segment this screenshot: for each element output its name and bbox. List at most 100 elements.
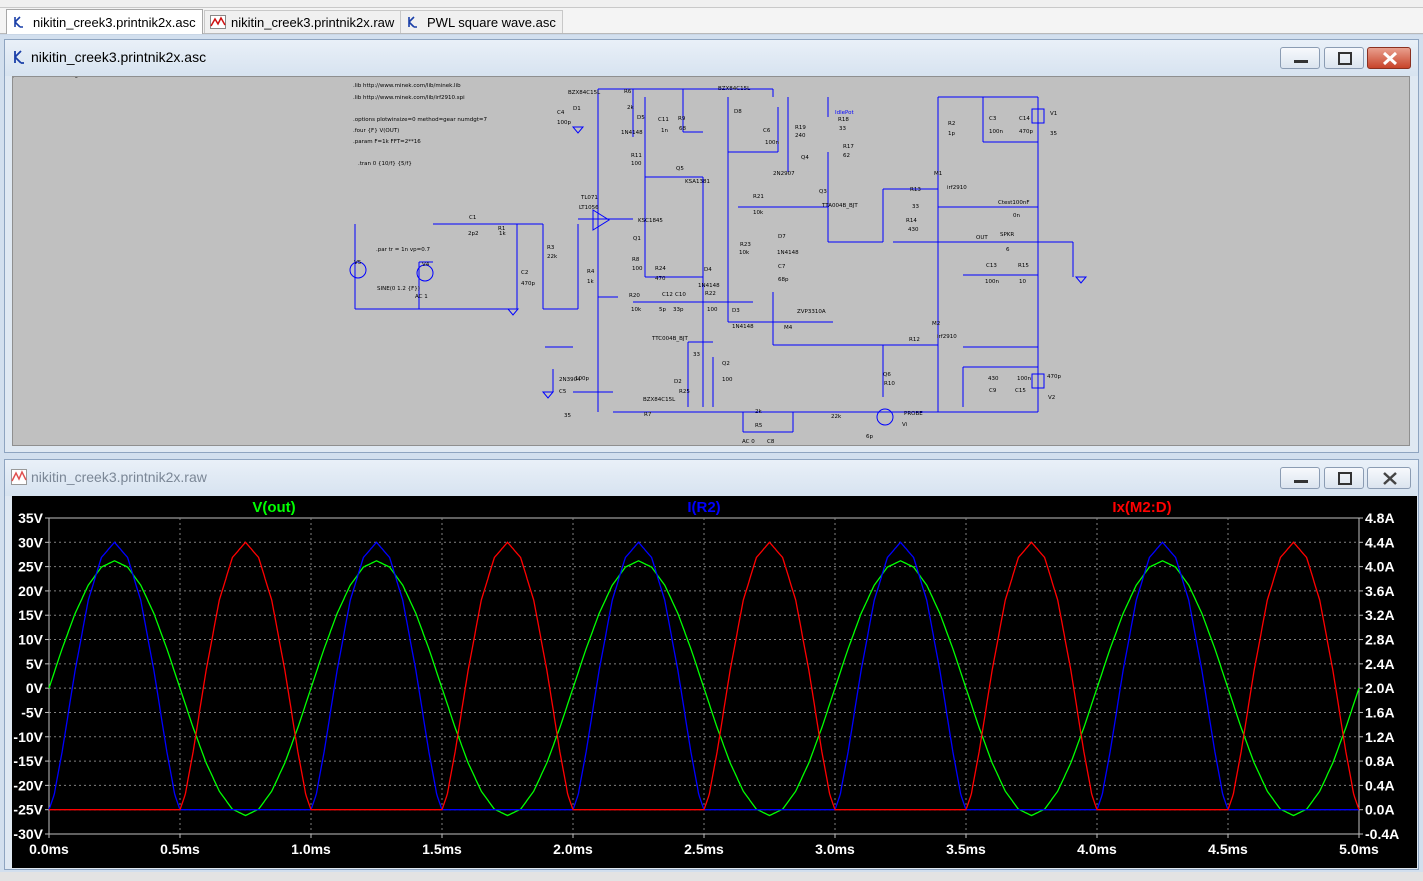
schematic-label: R9 bbox=[678, 116, 686, 122]
x-tick-label: 0.0ms bbox=[29, 841, 69, 857]
y-right-tick-label: 4.4A bbox=[1365, 534, 1395, 550]
spice-directive[interactable]: .lib http://www.minek.com/lib/minek.lib bbox=[353, 83, 461, 89]
x-tick-label: 5.0ms bbox=[1339, 841, 1379, 857]
schematic-label: 100n bbox=[1017, 376, 1031, 382]
trace-label[interactable]: Ix(M2:D) bbox=[1112, 499, 1171, 516]
minimize-button[interactable] bbox=[1280, 467, 1320, 489]
app-top-strip bbox=[0, 0, 1423, 8]
waveform-icon bbox=[210, 15, 226, 29]
ground-symbol bbox=[506, 308, 520, 316]
schematic-label: R23 bbox=[740, 242, 751, 248]
waveform-icon bbox=[11, 469, 27, 485]
schematic-canvas[interactable]: .lib http://www.minek.com/lib/minek.lib.… bbox=[12, 76, 1410, 446]
tab-label: PWL square wave.asc bbox=[427, 14, 556, 30]
schematic-label: Q2 bbox=[722, 361, 730, 367]
schematic-label: 2k bbox=[627, 105, 634, 111]
schematic-label: OUT bbox=[976, 235, 988, 241]
ground-symbol bbox=[571, 126, 585, 134]
y-left-tick-label: 10V bbox=[18, 632, 44, 648]
schematic-label: D3 bbox=[732, 308, 740, 314]
schematic-label: 33 bbox=[839, 126, 846, 132]
schematic-icon bbox=[12, 15, 28, 29]
spice-directive[interactable]: .param F=1k FFT=2**16 bbox=[353, 139, 421, 145]
schematic-label: C8 bbox=[767, 439, 775, 445]
schematic-label: 100p bbox=[557, 120, 571, 126]
x-tick-label: 2.5ms bbox=[684, 841, 724, 857]
x-tick-label: 2.0ms bbox=[553, 841, 593, 857]
spice-directive[interactable]: .lib http://www.minek.com/lib/irf2910.sp… bbox=[353, 95, 465, 101]
y-left-tick-label: 30V bbox=[18, 534, 44, 550]
schematic-icon bbox=[11, 49, 27, 65]
schematic-label: AC 0 bbox=[742, 439, 755, 445]
waveform-window-titlebar[interactable]: nikitin_creek3.printnik2x.raw bbox=[5, 460, 1418, 496]
schematic-label: 2p2 bbox=[468, 231, 479, 237]
y-right-tick-label: 2.0A bbox=[1365, 680, 1395, 696]
schematic-window-titlebar[interactable]: nikitin_creek3.printnik2x.asc bbox=[5, 40, 1418, 76]
maximize-button[interactable] bbox=[1324, 47, 1364, 69]
schematic-label: 1N4148 bbox=[621, 130, 643, 136]
maximize-icon bbox=[1338, 52, 1352, 65]
schematic-label: KSA1381 bbox=[685, 179, 710, 185]
y-left-tick-label: -5V bbox=[21, 704, 43, 720]
y-right-tick-label: 0.4A bbox=[1365, 777, 1395, 793]
schematic-label: R20 bbox=[629, 293, 640, 299]
schematic-label: SINE(0 1.2 {F}) bbox=[377, 286, 420, 292]
schematic-label: D4 bbox=[704, 267, 712, 273]
schematic-label: V4 bbox=[422, 262, 430, 268]
schematic-label: 22k bbox=[831, 414, 842, 420]
schematic-label: 100 bbox=[722, 377, 733, 383]
battery-symbol bbox=[1031, 108, 1045, 124]
schematic-label: 10 bbox=[1019, 279, 1026, 285]
maximize-icon bbox=[1338, 472, 1352, 485]
close-button[interactable] bbox=[1367, 467, 1411, 489]
schematic-label: R11 bbox=[631, 153, 642, 159]
schematic-label: 2N2907 bbox=[773, 171, 795, 177]
opamp-symbol bbox=[592, 209, 610, 231]
minimize-button[interactable] bbox=[1280, 47, 1320, 69]
schematic-label: 2N3904 bbox=[559, 377, 581, 383]
schematic-label: 35 bbox=[564, 413, 571, 419]
voltage-source-symbol bbox=[416, 264, 434, 282]
tab-label: nikitin_creek3.printnik2x.raw bbox=[231, 14, 395, 30]
schematic-label: 1k bbox=[587, 279, 594, 285]
schematic-label: 10k bbox=[753, 210, 764, 216]
schematic-label: 470 bbox=[655, 276, 666, 282]
spice-directive[interactable]: .tran 0 {10/f} {5/f} bbox=[358, 161, 412, 167]
series-line bbox=[49, 541, 1360, 811]
schematic-label: TL071 bbox=[580, 195, 598, 201]
schematic-label: 430 bbox=[988, 376, 999, 382]
trace-label[interactable]: I(R2) bbox=[687, 499, 720, 516]
schematic-label: C12 bbox=[662, 292, 673, 298]
close-button[interactable] bbox=[1367, 47, 1411, 69]
tab-waveform[interactable]: nikitin_creek3.printnik2x.raw bbox=[204, 10, 402, 33]
schematic-label: C1 bbox=[469, 215, 476, 221]
y-right-tick-label: 3.6A bbox=[1365, 583, 1395, 599]
schematic-label: M4 bbox=[784, 325, 793, 331]
schematic-label: irf2910 bbox=[947, 185, 967, 191]
schematic-label: V5 bbox=[354, 260, 362, 266]
y-right-tick-label: -0.4A bbox=[1365, 826, 1399, 842]
document-tab-bar: nikitin_creek3.printnik2x.asc nikitin_cr… bbox=[0, 8, 1423, 34]
schematic-label: 1N4148 bbox=[698, 283, 720, 289]
schematic-label: 22k bbox=[547, 254, 558, 260]
window-title: nikitin_creek3.printnik2x.asc bbox=[31, 49, 207, 65]
schematic-label: BZX84C15L bbox=[568, 90, 601, 96]
schematic-label: R8 bbox=[632, 257, 640, 263]
y-left-tick-label: -25V bbox=[13, 802, 43, 818]
y-left-tick-label: -20V bbox=[13, 777, 43, 793]
tab-pwl-square-wave[interactable]: PWL square wave.asc bbox=[400, 10, 563, 33]
spice-directive[interactable]: .four {F} V(OUT) bbox=[353, 128, 399, 134]
schematic-label: C6 bbox=[763, 128, 771, 134]
schematic-label: R21 bbox=[753, 194, 764, 200]
tab-schematic[interactable]: nikitin_creek3.printnik2x.asc bbox=[6, 9, 203, 34]
schematic-label: Vi bbox=[902, 422, 908, 428]
maximize-button[interactable] bbox=[1324, 467, 1364, 489]
schematic-window[interactable]: nikitin_creek3.printnik2x.asc .lib http:… bbox=[4, 39, 1419, 453]
schematic-label: 1N4148 bbox=[777, 250, 799, 256]
y-left-tick-label: 25V bbox=[18, 559, 44, 575]
spice-directive[interactable]: .options plotwinsize=0 method=gear numdg… bbox=[353, 117, 488, 123]
y-right-tick-label: 1.6A bbox=[1365, 704, 1395, 720]
trace-label[interactable]: V(out) bbox=[252, 499, 295, 516]
